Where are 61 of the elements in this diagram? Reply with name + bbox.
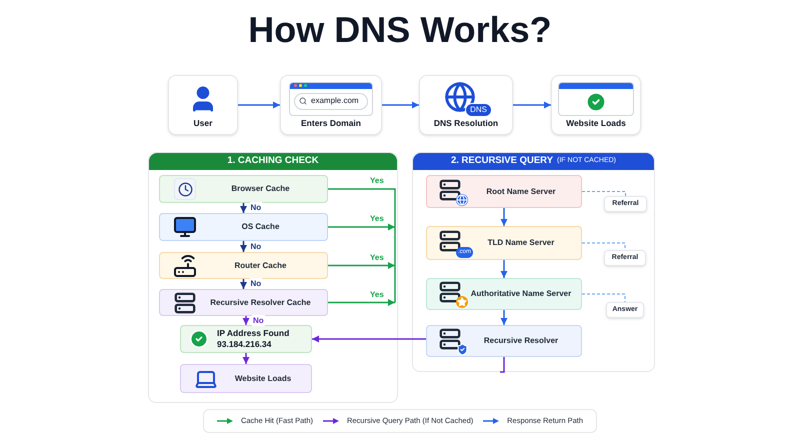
edge-label: Yes: [369, 288, 385, 300]
arrow: [328, 224, 395, 230]
step-label: TLD Name Server: [486, 237, 556, 249]
edge-label: Yes: [369, 213, 385, 224]
arrow: [500, 208, 508, 226]
step-box: [180, 364, 312, 393]
arrow: [500, 260, 508, 278]
arrow: [328, 299, 395, 306]
edge-label: No: [250, 278, 262, 289]
step-box: [426, 278, 582, 310]
step-card: [551, 75, 641, 135]
step-box: [426, 175, 582, 208]
step-box: [159, 289, 328, 316]
result-title: IP Address Found: [217, 328, 290, 339]
section-panel: [412, 152, 655, 372]
result-box: [180, 325, 312, 353]
arrow: [513, 102, 551, 108]
step-label: Recursive Resolver Cache: [209, 296, 312, 308]
step-label: User: [194, 117, 212, 130]
step-label: Browser Cache: [230, 183, 291, 195]
step-label: DNS Resolution: [434, 117, 498, 130]
panel-title: 1. CACHING CHECK: [227, 154, 319, 168]
step-label: Recursive Resolver: [482, 335, 560, 347]
arrow: [382, 102, 419, 108]
arrow: [328, 262, 395, 269]
step-box: [159, 175, 328, 203]
panel-title: 2. RECURSIVE QUERY: [450, 154, 554, 168]
dashed-connector: [582, 294, 626, 302]
step-box: [426, 325, 582, 357]
arrow: [242, 316, 250, 325]
dashed-connector: [582, 242, 626, 250]
step-label: Website Loads: [234, 372, 292, 384]
arrow: [500, 310, 508, 325]
diagram-title: How DNS Works?: [247, 8, 553, 52]
search-field: example.com: [294, 92, 368, 110]
section-panel: [148, 152, 398, 403]
edge-label: Yes: [369, 175, 385, 186]
step-card: [419, 75, 513, 135]
arrow: [242, 353, 250, 364]
edge-label: No: [250, 202, 262, 213]
step-label: Root Name Server: [485, 186, 557, 198]
step-box: [159, 252, 328, 279]
step-card: [280, 75, 382, 135]
step-card: [168, 75, 238, 135]
arrow: [240, 279, 247, 289]
step-label: Authoritative Name Server: [470, 288, 572, 300]
step-label: Enters Domain: [301, 117, 361, 130]
edge-label: Yes: [369, 252, 385, 262]
step-label: Website Loads: [566, 117, 626, 130]
arrow: [238, 102, 280, 108]
dashed-connector: [582, 191, 626, 196]
edge-label: No: [252, 314, 265, 326]
ip-address: 93.184.216.34: [217, 339, 272, 350]
dns-badge: DNS: [465, 102, 492, 117]
step-box: [159, 213, 328, 241]
arrow: [240, 203, 247, 213]
arrow: [312, 336, 426, 342]
arrow: [240, 241, 247, 252]
step-label: OS Cache: [240, 221, 280, 233]
step-label: Router Cache: [233, 260, 288, 272]
step-box: [426, 226, 582, 260]
